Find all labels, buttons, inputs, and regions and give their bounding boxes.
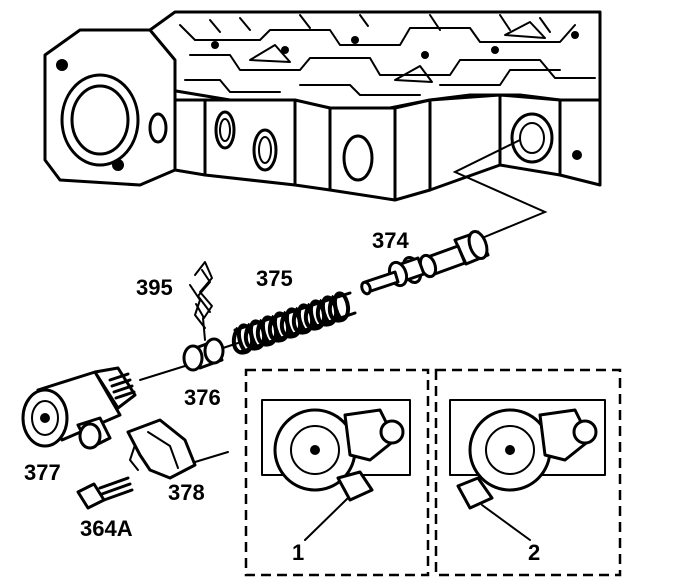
- bore-guide-line: [452, 139, 548, 244]
- valve-374: [360, 230, 490, 296]
- label-view-2: 2: [528, 540, 540, 565]
- label-376: 376: [184, 385, 221, 410]
- detail-view-2: [434, 368, 622, 577]
- axis-line: [139, 365, 186, 381]
- label-364a: 364A: [80, 516, 133, 541]
- detail-view-1: [244, 368, 430, 577]
- label-395: 395: [136, 275, 173, 300]
- label-374: 374: [372, 228, 409, 253]
- plug-376: [182, 337, 239, 372]
- bolt-364a: [76, 476, 134, 510]
- label-378: 378: [168, 480, 205, 505]
- solenoid-377: [21, 366, 137, 450]
- spring-375: [231, 291, 357, 355]
- bracket-378: [126, 418, 229, 480]
- label-view-1: 1: [292, 540, 304, 565]
- label-375: 375: [256, 266, 293, 291]
- valve-body: [43, 10, 602, 202]
- label-377: 377: [24, 460, 61, 485]
- retainer-clip-395: [189, 261, 213, 341]
